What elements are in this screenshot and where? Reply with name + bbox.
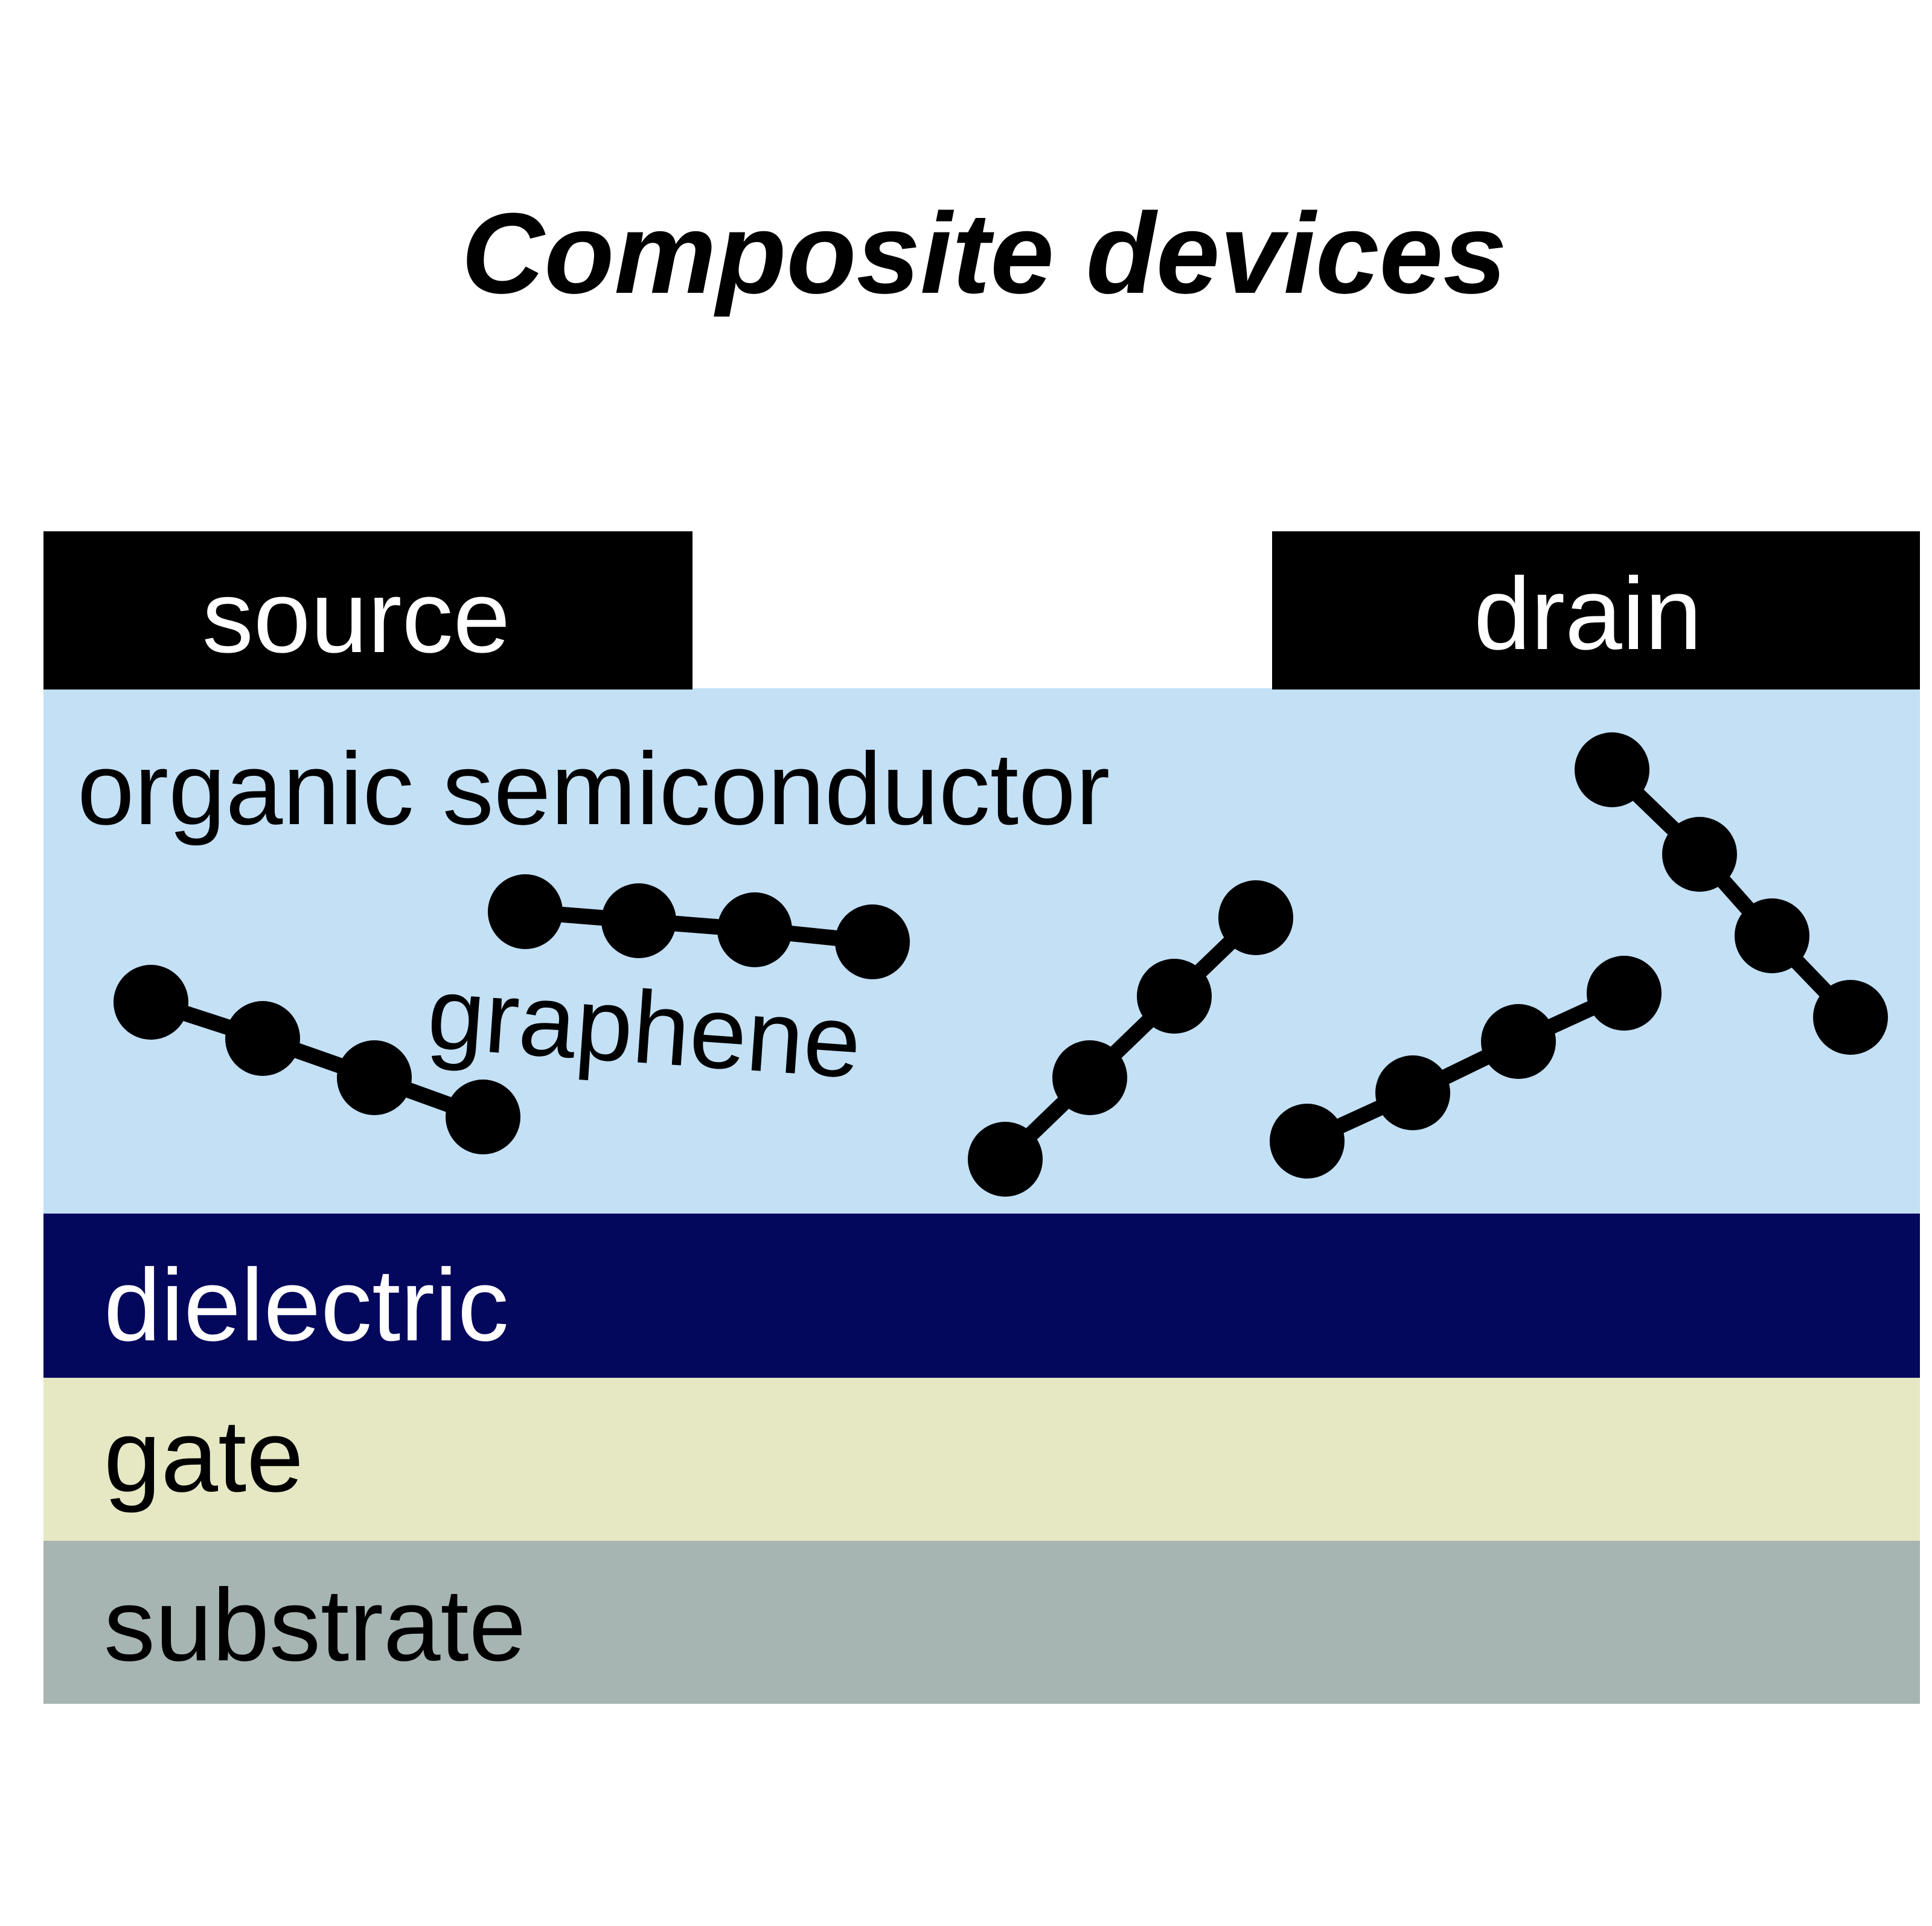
graphene-atom [717, 892, 792, 967]
substrate-layer [43, 1541, 1920, 1704]
graphene-atom [601, 883, 676, 958]
graphene-atom [1375, 1055, 1450, 1130]
graphene-atom [1270, 1104, 1345, 1179]
graphene-flake [114, 965, 520, 1154]
graphene-atom [968, 1122, 1043, 1197]
graphene-atom [446, 1080, 520, 1154]
graphene-atom [114, 965, 188, 1040]
graphene-atom [1481, 1004, 1556, 1079]
drain-label: drain [1474, 557, 1702, 671]
graphene-atom [488, 874, 563, 949]
diagram-title: Composite devices [461, 190, 1507, 318]
dielectric-layer [43, 1214, 1920, 1378]
graphene-atom [1052, 1040, 1127, 1115]
graphene-flakes [114, 732, 1888, 1197]
graphene-atom [1218, 880, 1293, 955]
graphene-atom [1137, 959, 1212, 1034]
gate-label: gate [104, 1399, 304, 1514]
graphene-atom [1587, 956, 1662, 1031]
graphene-atom [835, 904, 910, 979]
graphene-flake [1575, 732, 1888, 1055]
graphene-atom [1662, 817, 1737, 892]
drain-contact [1272, 531, 1920, 689]
gate-layer [43, 1378, 1920, 1541]
graphene-atom [225, 1001, 300, 1076]
graphene-flake [1270, 956, 1662, 1179]
dielectric-label: dielectric [104, 1248, 509, 1363]
source-contact [43, 531, 693, 689]
organic-semiconductor-label: organic semiconductor [77, 732, 1110, 846]
source-label: source [202, 560, 510, 674]
graphene-atom [1575, 732, 1649, 807]
substrate-label: substrate [104, 1568, 526, 1683]
graphene-atom [337, 1040, 412, 1115]
graphene-atom [1735, 898, 1809, 973]
graphene-flake [968, 880, 1293, 1197]
graphene-atom [1813, 980, 1888, 1055]
graphene-flake [488, 874, 910, 979]
